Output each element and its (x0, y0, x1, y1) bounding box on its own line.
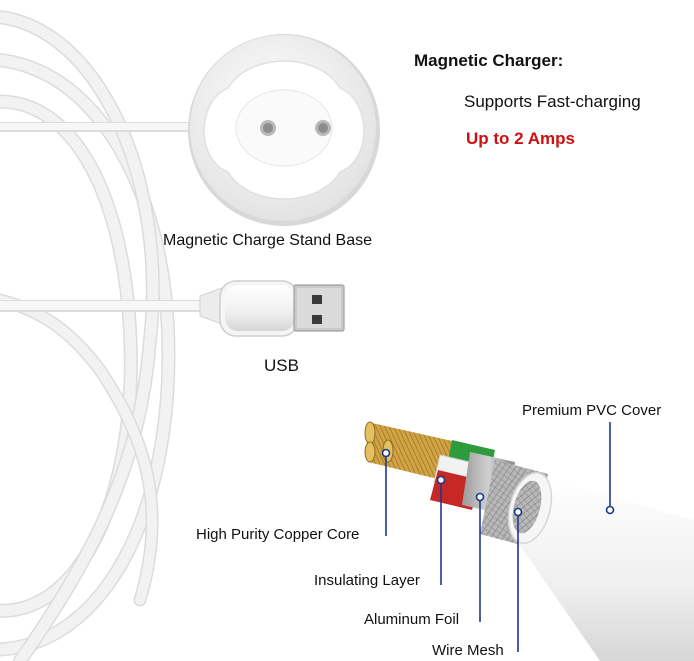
header-title: Magnetic Charger: (414, 51, 564, 70)
usb-contact-icon (312, 315, 322, 324)
header-highlight: Up to 2 Amps (466, 129, 575, 148)
usb-label: USB (264, 356, 299, 375)
wire-mesh-label: Wire Mesh (432, 642, 504, 659)
insulating-layer-label: Insulating Layer (314, 572, 420, 589)
header-subtitle: Supports Fast-charging (464, 92, 641, 111)
charge-stand-base (188, 34, 380, 226)
pvc-cover (515, 476, 694, 661)
coiled-cable (0, 10, 176, 661)
stand-base-label: Magnetic Charge Stand Base (163, 232, 373, 249)
usb-contact-icon (312, 295, 322, 304)
cable-cross-section (364, 421, 694, 661)
stand-cable (0, 122, 200, 132)
callout-lines (381, 422, 615, 652)
usb-plug (219, 280, 345, 337)
aluminum-foil-label: Aluminum Foil (364, 611, 460, 628)
copper-core-label: High Purity Copper Core (196, 526, 360, 543)
pvc-cover-label: Premium PVC Cover (522, 402, 662, 419)
usb-cable (0, 287, 223, 325)
